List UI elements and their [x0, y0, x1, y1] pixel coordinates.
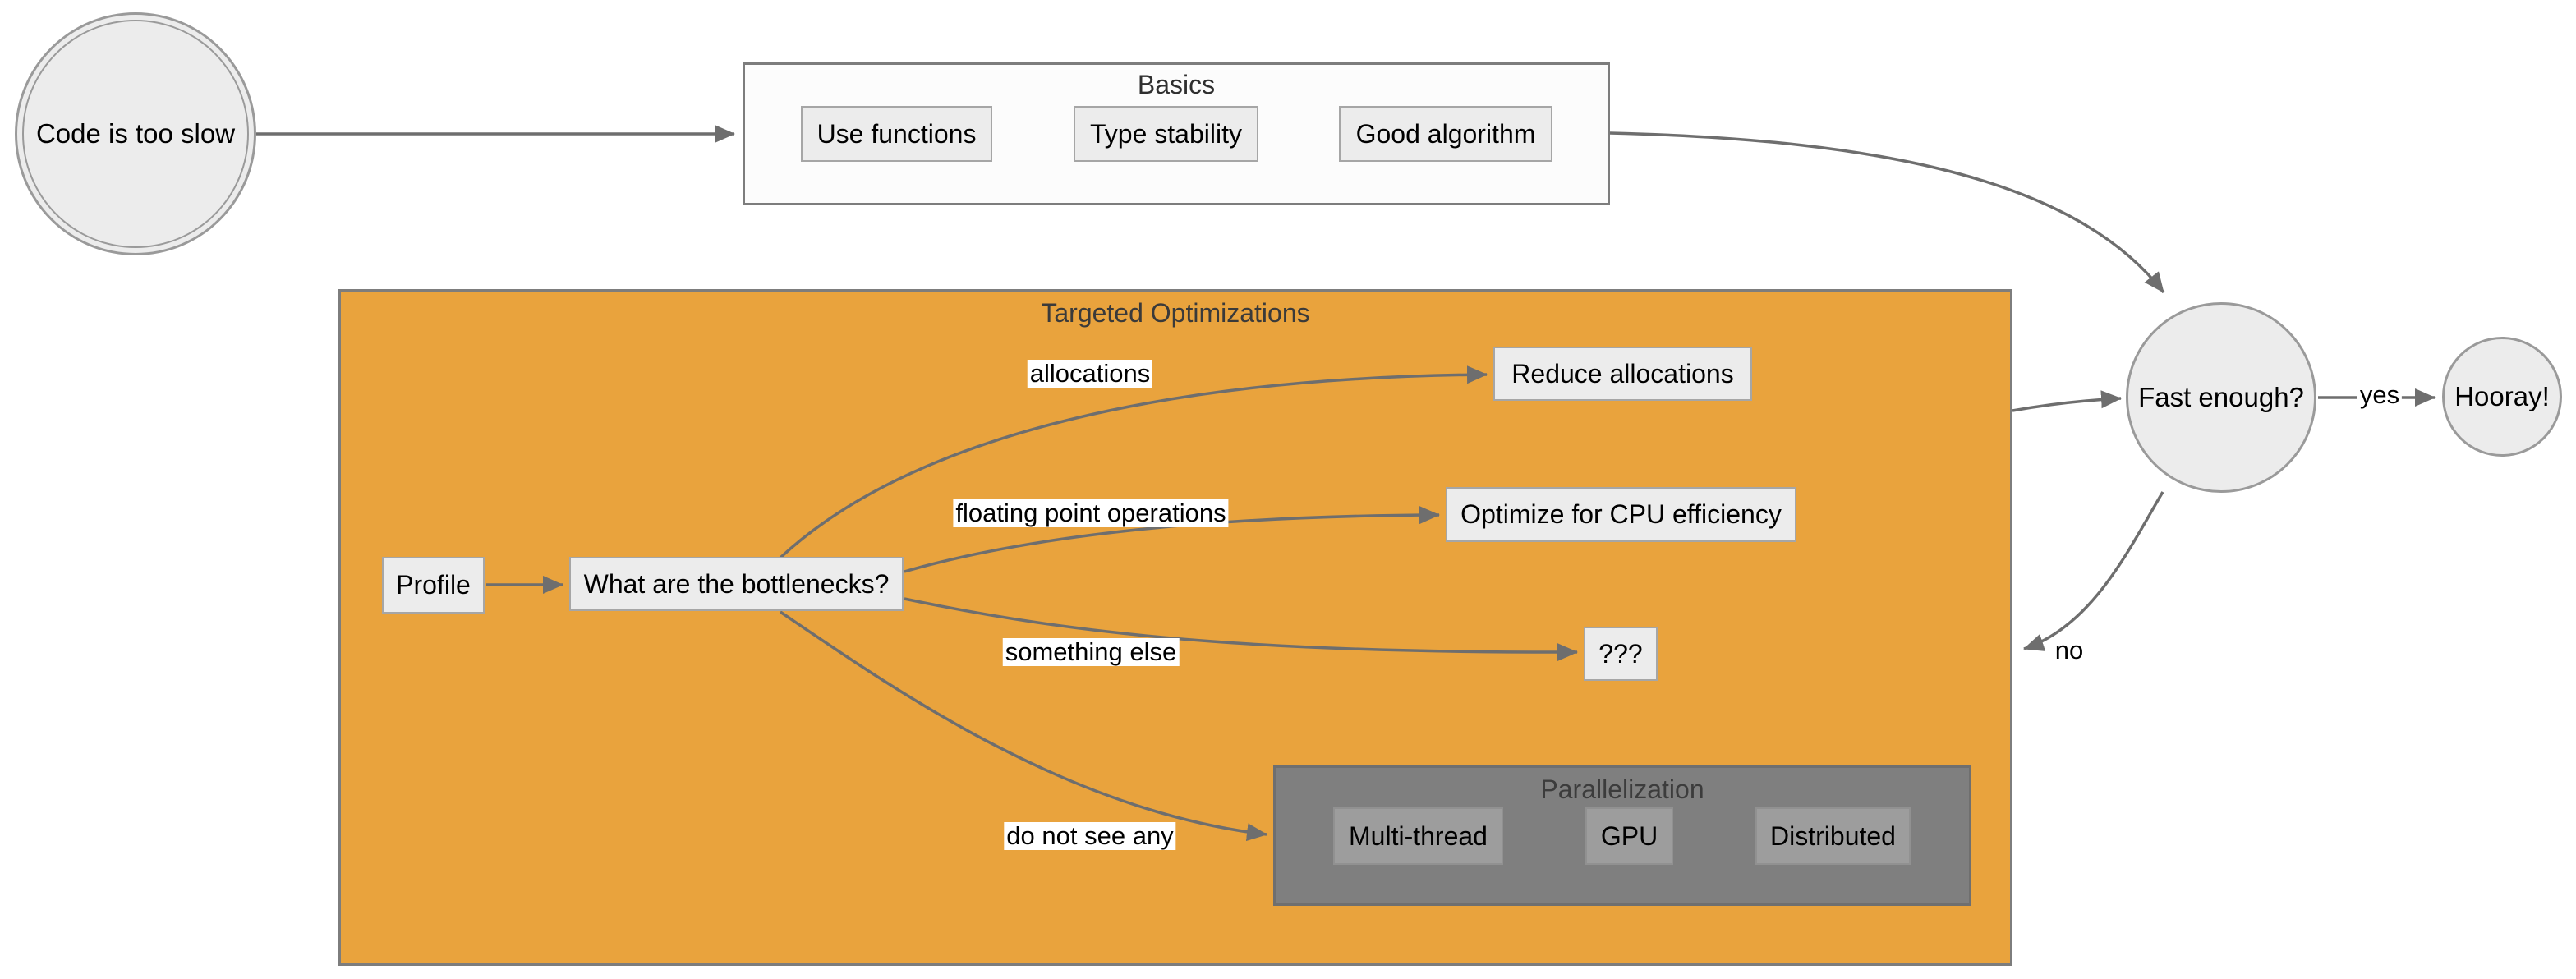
cluster-basics-title: Basics — [1137, 70, 1216, 99]
node-unknown-label: ??? — [1598, 638, 1643, 669]
node-optimize-cpu: Optimize for CPU efficiency — [1446, 487, 1796, 542]
node-gpu-label: GPU — [1600, 820, 1658, 851]
node-type-stability-label: Type stability — [1090, 118, 1242, 149]
cluster-targeted-optimizations-title: Targeted Optimizations — [1041, 298, 1310, 328]
edge-floating-point — [904, 506, 1440, 573]
edge-something-else — [904, 597, 1578, 662]
node-use-functions-label: Use functions — [816, 118, 977, 149]
node-hooray-label: Hooray! — [2454, 381, 2550, 411]
edge-label-yes: yes — [2357, 381, 2403, 409]
node-code-is-too-slow: Code is too slow — [15, 12, 256, 255]
node-bottlenecks: What are the bottlenecks? — [569, 557, 904, 611]
edge-do-not-see-any — [780, 610, 1267, 842]
node-distributed-label: Distributed — [1770, 820, 1896, 851]
edge-label-something-else: something else — [1002, 638, 1180, 666]
node-profile-label: Profile — [396, 570, 471, 600]
edge-targeted-to-fast-enough — [2012, 390, 2122, 412]
node-reduce-allocations: Reduce allocations — [1493, 347, 1752, 401]
edge-label-allocations: allocations — [1027, 360, 1153, 388]
node-multi-thread: Multi-thread — [1333, 807, 1503, 865]
node-optimize-cpu-label: Optimize for CPU efficiency — [1460, 499, 1782, 529]
node-gpu: GPU — [1585, 807, 1673, 865]
node-fast-enough: Fast enough? — [2126, 302, 2316, 493]
node-reduce-allocations-label: Reduce allocations — [1511, 358, 1734, 388]
edge-label-do-not-see-any: do not see any — [1004, 822, 1176, 850]
node-fast-enough-label: Fast enough? — [2138, 382, 2304, 412]
node-code-is-too-slow-label: Code is too slow — [35, 118, 236, 149]
cluster-parallelization-title: Parallelization — [1540, 774, 1704, 804]
node-bottlenecks-label: What are the bottlenecks? — [583, 568, 890, 599]
edge-basics-to-fast-enough — [1609, 131, 2165, 294]
node-good-algorithm: Good algorithm — [1339, 106, 1552, 162]
node-good-algorithm-label: Good algorithm — [1355, 118, 1536, 149]
node-distributed: Distributed — [1755, 807, 1911, 865]
node-profile: Profile — [382, 557, 485, 614]
edge-fast-enough-no-loop — [2023, 491, 2164, 651]
node-unknown: ??? — [1584, 627, 1658, 681]
node-type-stability: Type stability — [1074, 106, 1258, 162]
node-hooray: Hooray! — [2442, 337, 2562, 457]
node-multi-thread-label: Multi-thread — [1349, 820, 1488, 851]
edge-label-floating-point: floating point operations — [953, 499, 1229, 527]
edge-label-no: no — [2052, 637, 2086, 664]
edge-allocations — [779, 365, 1488, 559]
node-use-functions: Use functions — [801, 106, 992, 162]
